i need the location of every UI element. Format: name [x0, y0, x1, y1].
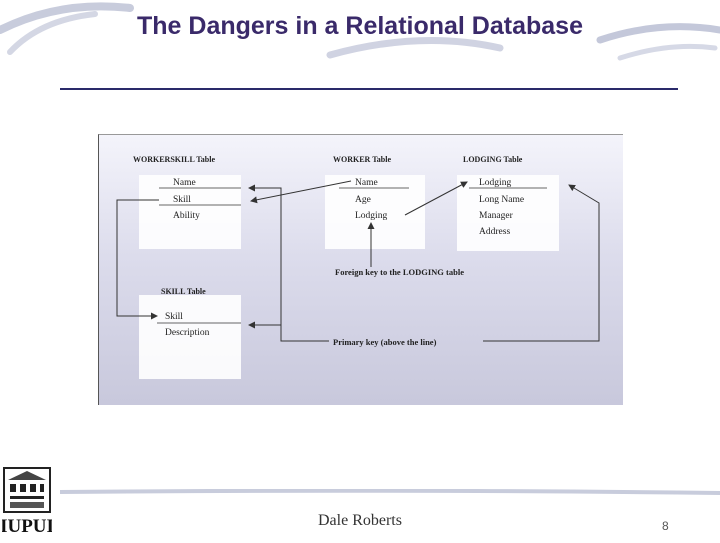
page-number: 8	[662, 519, 669, 533]
workerskill-field: Ability	[173, 211, 200, 221]
lodging-table-title: LODGING Table	[463, 155, 523, 164]
workerskill-table-title: WORKERSKILL Table	[133, 155, 215, 164]
skill-field: Description	[165, 328, 210, 338]
lodging-field: Long Name	[479, 195, 524, 205]
workerskill-field: Skill	[173, 195, 191, 205]
foreign-key-label: Foreign key to the LODGING table	[335, 267, 464, 277]
skill-field: Skill	[165, 312, 183, 322]
worker-field: Age	[355, 195, 371, 205]
title-divider	[60, 88, 678, 90]
worker-field: Lodging	[355, 211, 387, 221]
lodging-field: Lodging	[479, 178, 511, 188]
lodging-field: Address	[479, 227, 510, 237]
skill-table-title: SKILL Table	[161, 287, 206, 296]
decorative-bottom-bar	[60, 489, 720, 495]
primary-key-label: Primary key (above the line)	[333, 337, 437, 347]
slide-title: The Dangers in a Relational Database	[0, 12, 720, 41]
worker-field: Name	[355, 178, 378, 188]
workerskill-field: Name	[173, 178, 196, 188]
footer-author: Dale Roberts	[0, 512, 720, 530]
schema-diagram: WORKERSKILL Table WORKER Table LODGING T…	[98, 134, 623, 405]
lodging-field: Manager	[479, 211, 514, 221]
worker-table-title: WORKER Table	[333, 155, 391, 164]
primary-key-arrow-top	[249, 188, 329, 341]
schema-diagram-svg: WORKERSKILL Table WORKER Table LODGING T…	[99, 135, 623, 405]
